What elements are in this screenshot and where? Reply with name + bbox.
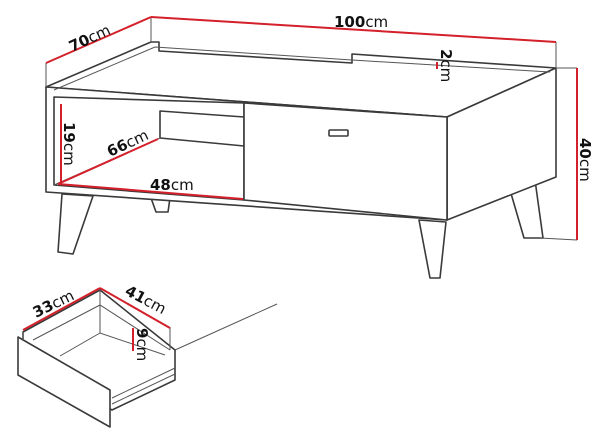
extension-line: [539, 237, 578, 241]
top-inner-edge: [53, 46, 551, 91]
width-label: 100cm: [334, 13, 388, 31]
shelf-width-dimension-line: [57, 183, 244, 200]
shelf-depth-dimension-line: [57, 138, 159, 185]
drawer-width-dimension-line: [22, 287, 101, 331]
width-dimension-line: [150, 16, 557, 43]
drawer-runner: [111, 367, 176, 399]
top-lip-label: 2cm: [437, 49, 455, 82]
callout-line: [174, 303, 278, 351]
drawer-front-panel[interactable]: [243, 102, 448, 221]
depth-dimension-line: [45, 16, 152, 64]
shelf-width-label: 48cm: [150, 176, 194, 194]
shelf-height-label: 19cm: [60, 122, 78, 166]
drawer-front: [17, 336, 111, 428]
drawer-depth-dimension-line: [99, 287, 171, 329]
table-leg-front-right: [418, 219, 447, 279]
drawer-runner: [111, 373, 176, 405]
drawer-height-label: 9cm: [133, 328, 151, 361]
table-leg-front-left: [57, 193, 94, 255]
drawer-drawing: 33cm 41cm 9cm: [17, 282, 278, 428]
height-label: 40cm: [576, 138, 594, 182]
depth-label: 70cm: [66, 21, 113, 56]
coffee-table-drawing: 100cm 70cm 40cm 2cm 19cm 66cm 48cm: [45, 13, 594, 279]
open-shelf: [53, 96, 245, 201]
drawer-handle-icon[interactable]: [328, 129, 349, 137]
